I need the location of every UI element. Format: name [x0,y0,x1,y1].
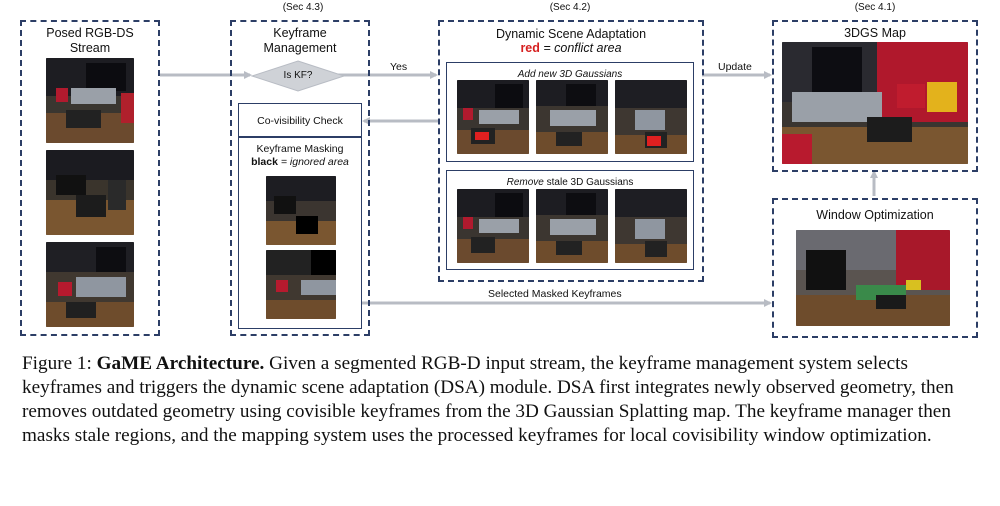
window-opt-title: Window Optimization [816,208,934,222]
covis-divider [238,136,362,138]
window-opt-box: Window Optimization [772,198,978,338]
masking-key: black [251,156,278,168]
masked-frame-1 [266,176,336,245]
remove-frame-1 [457,189,529,263]
dsa-legend-key: red [520,41,540,55]
arrows-layer [160,60,878,307]
diamond-icon [250,60,346,92]
masking-legend: black = ignored area [238,156,362,168]
yes-label: Yes [390,61,408,73]
remove-rest: stale 3D Gaussians [546,177,634,188]
stream-frame-3 [46,242,134,327]
masked-frame-2 [266,250,336,319]
add-frame-3 [615,80,687,154]
dsa-box: Dynamic Scene Adaptation red = conflict … [438,20,704,282]
dsa-legend: red = conflict area [440,41,702,56]
decision-label: Is KF? [283,70,313,81]
map-box: 3DGS Map [772,20,978,172]
covis-check-label: Co-visibility Check [257,115,343,127]
caption-text: Given a segmented RGB-D input stream, th… [22,353,954,446]
section-label-dsa: (Sec 4.2) [549,2,591,13]
stream-frame-2 [46,150,134,235]
caption-bold: GaME Architecture. [96,353,265,374]
add-gaussians-title: Add new 3D Gaussians [517,69,623,80]
masking-title: Keyframe Masking [256,143,344,155]
selected-label: Selected Masked Keyframes [488,288,622,300]
remove-frame-3 [615,189,687,263]
update-label: Update [718,61,752,73]
stream-box: Posed RGB-DS Stream [20,20,160,336]
add-frame-1 [457,80,529,154]
map-render [782,42,968,164]
stream-title: Posed RGB-DS Stream [46,26,134,55]
section-label-keyframe: (Sec 4.3) [282,2,324,13]
dsa-legend-desc: = conflict area [543,41,622,55]
stream-frame-1 [46,58,134,143]
add-frame-2 [536,80,608,154]
remove-gaussians-title: Remove stale 3D Gaussians [447,175,693,190]
dsa-title: Dynamic Scene Adaptation [495,27,647,41]
window-opt-render [796,230,950,326]
section-label-map: (Sec 4.1) [854,2,896,13]
keyframe-management-box: Keyframe Management [230,20,370,336]
map-title: 3DGS Map [844,26,906,40]
keyframe-title: Keyframe Management [263,26,337,55]
figure-caption: Figure 1: GaME Architecture. Given a seg… [22,352,980,448]
remove-em: Remove [506,177,544,188]
caption-label: Figure 1: [22,353,92,374]
masking-desc: = ignored area [280,156,349,168]
remove-frame-2 [536,189,608,263]
